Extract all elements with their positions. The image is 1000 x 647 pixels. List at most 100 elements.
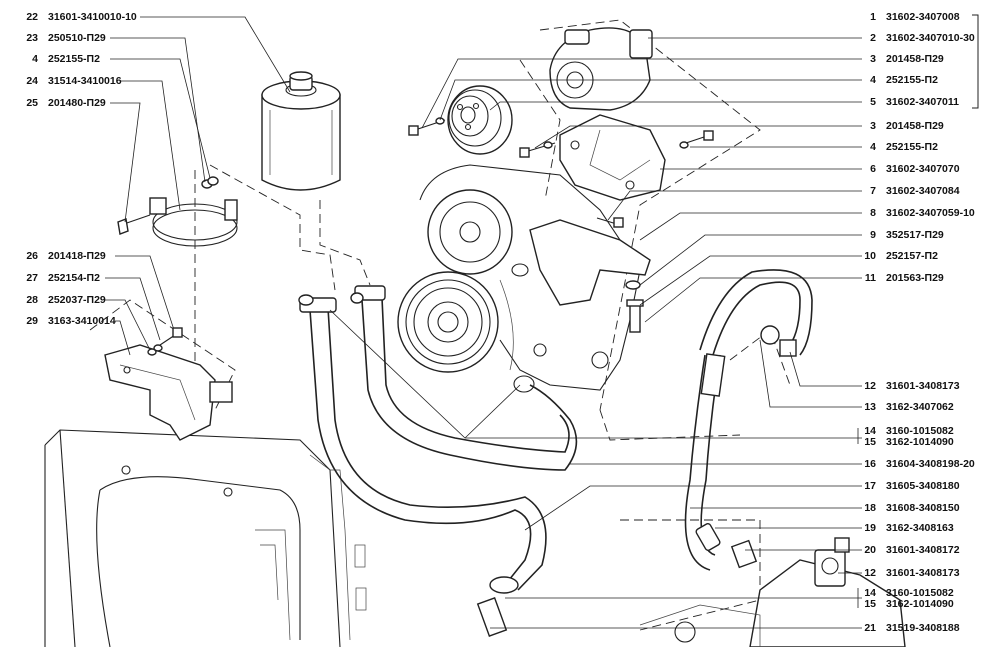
nut-washer-23-4 bbox=[201, 176, 219, 189]
label-num: 12 bbox=[864, 380, 876, 392]
label-num: 2 bbox=[870, 32, 876, 44]
label-code: 201480-П29 bbox=[48, 97, 106, 109]
label-num: 29 bbox=[26, 315, 38, 327]
label-code: 3162-3407062 bbox=[886, 401, 954, 413]
label-code: 31608-3408150 bbox=[886, 502, 960, 514]
label-num: 8 bbox=[870, 207, 876, 219]
label-12a: 12 31601-3408173 bbox=[856, 380, 960, 392]
label-num: 6 bbox=[870, 163, 876, 175]
label-2: 2 31602-3407010-30 bbox=[856, 32, 975, 44]
label-code: 31602-3407084 bbox=[886, 185, 960, 197]
filter-clamp-24 bbox=[117, 197, 238, 247]
small-fasteners-26-28 bbox=[147, 327, 183, 356]
pump-1 bbox=[549, 27, 653, 111]
label-code: 31602-3407010-30 bbox=[886, 32, 975, 44]
label-num: 14 bbox=[864, 587, 876, 599]
label-17: 17 31605-3408180 bbox=[856, 480, 960, 492]
pulley-5 bbox=[447, 85, 513, 155]
label-num: 3 bbox=[870, 120, 876, 132]
label-num: 14 bbox=[864, 425, 876, 437]
label-code: 31605-3408180 bbox=[886, 480, 960, 492]
label-code: 3162-1014090 bbox=[886, 436, 954, 448]
label-26: 26 201418-П29 bbox=[12, 250, 106, 262]
label-13: 13 3162-3407062 bbox=[856, 401, 954, 413]
label-num: 19 bbox=[864, 522, 876, 534]
label-num: 4 bbox=[32, 53, 38, 65]
label-code: 252155-П2 bbox=[48, 53, 100, 65]
label-10: 10 252157-П2 bbox=[856, 250, 938, 262]
label-num: 24 bbox=[26, 75, 38, 87]
label-6: 6 31602-3407070 bbox=[856, 163, 960, 175]
label-num: 13 bbox=[864, 401, 876, 413]
label-code: 201418-П29 bbox=[48, 250, 106, 262]
label-num: 23 bbox=[26, 32, 38, 44]
label-20: 20 31601-3408172 bbox=[856, 544, 960, 556]
label-num: 4 bbox=[870, 74, 876, 86]
label-num: 5 bbox=[870, 96, 876, 108]
label-code: 31604-3408198-20 bbox=[886, 458, 975, 470]
pump-bracket-6 bbox=[559, 114, 666, 201]
label-code: 31602-3407011 bbox=[886, 96, 959, 108]
label-num: 9 bbox=[870, 229, 876, 241]
reservoir-22 bbox=[261, 71, 341, 191]
bracket-29 bbox=[104, 344, 233, 441]
label-num: 10 bbox=[864, 250, 876, 262]
label-num: 21 bbox=[864, 622, 876, 634]
label-num: 20 bbox=[864, 544, 876, 556]
label-num: 15 bbox=[864, 436, 876, 448]
label-14b: 14 3160-1015082 bbox=[856, 587, 954, 599]
label-num: 1 bbox=[870, 11, 876, 23]
label-code: 3160-1015082 bbox=[886, 587, 954, 599]
label-28: 28 252037-П29 bbox=[12, 294, 106, 306]
label-24: 24 31514-3410016 bbox=[12, 75, 122, 87]
label-code: 252037-П29 bbox=[48, 294, 106, 306]
label-num: 16 bbox=[864, 458, 876, 470]
label-num: 17 bbox=[864, 480, 876, 492]
label-code: 31602-3407070 bbox=[886, 163, 960, 175]
label-code: 31602-3407008 bbox=[886, 11, 960, 23]
label-12b: 12 31601-3408173 bbox=[856, 567, 960, 579]
label-11: 11 201563-П29 bbox=[856, 272, 944, 284]
hose-16-17 bbox=[298, 285, 578, 637]
label-num: 27 bbox=[26, 272, 38, 284]
label-num: 15 bbox=[864, 598, 876, 610]
label-num: 26 bbox=[26, 250, 38, 262]
engine-front bbox=[397, 164, 651, 391]
label-code: 31601-3408173 bbox=[886, 567, 960, 579]
label-5: 5 31602-3407011 bbox=[856, 96, 959, 108]
label-code: 252157-П2 bbox=[886, 250, 938, 262]
label-code: 201458-П29 bbox=[886, 120, 944, 132]
label-num: 28 bbox=[26, 294, 38, 306]
label-num: 11 bbox=[864, 272, 876, 284]
label-code: 31514-3410016 bbox=[48, 75, 122, 87]
steering-gear bbox=[639, 523, 906, 647]
label-4-left: 4 252155-П2 bbox=[12, 53, 100, 65]
label-code: 31601-3408172 bbox=[886, 544, 960, 556]
group-bracket-1-5 bbox=[972, 14, 979, 109]
label-code: 3160-1015082 bbox=[886, 425, 954, 437]
hose-18 bbox=[684, 269, 813, 571]
label-num: 3 bbox=[870, 53, 876, 65]
label-num: 22 bbox=[26, 11, 38, 23]
label-code: 201563-П29 bbox=[886, 272, 944, 284]
label-code: 31601-3408173 bbox=[886, 380, 960, 392]
bolts bbox=[408, 117, 714, 333]
label-1: 1 31602-3407008 bbox=[856, 11, 960, 23]
label-code: 3162-1014090 bbox=[886, 598, 954, 610]
label-16: 16 31604-3408198-20 bbox=[856, 458, 975, 470]
label-num: 12 bbox=[864, 567, 876, 579]
label-num: 4 bbox=[870, 141, 876, 153]
label-15a: 15 3162-1014090 bbox=[856, 436, 954, 448]
